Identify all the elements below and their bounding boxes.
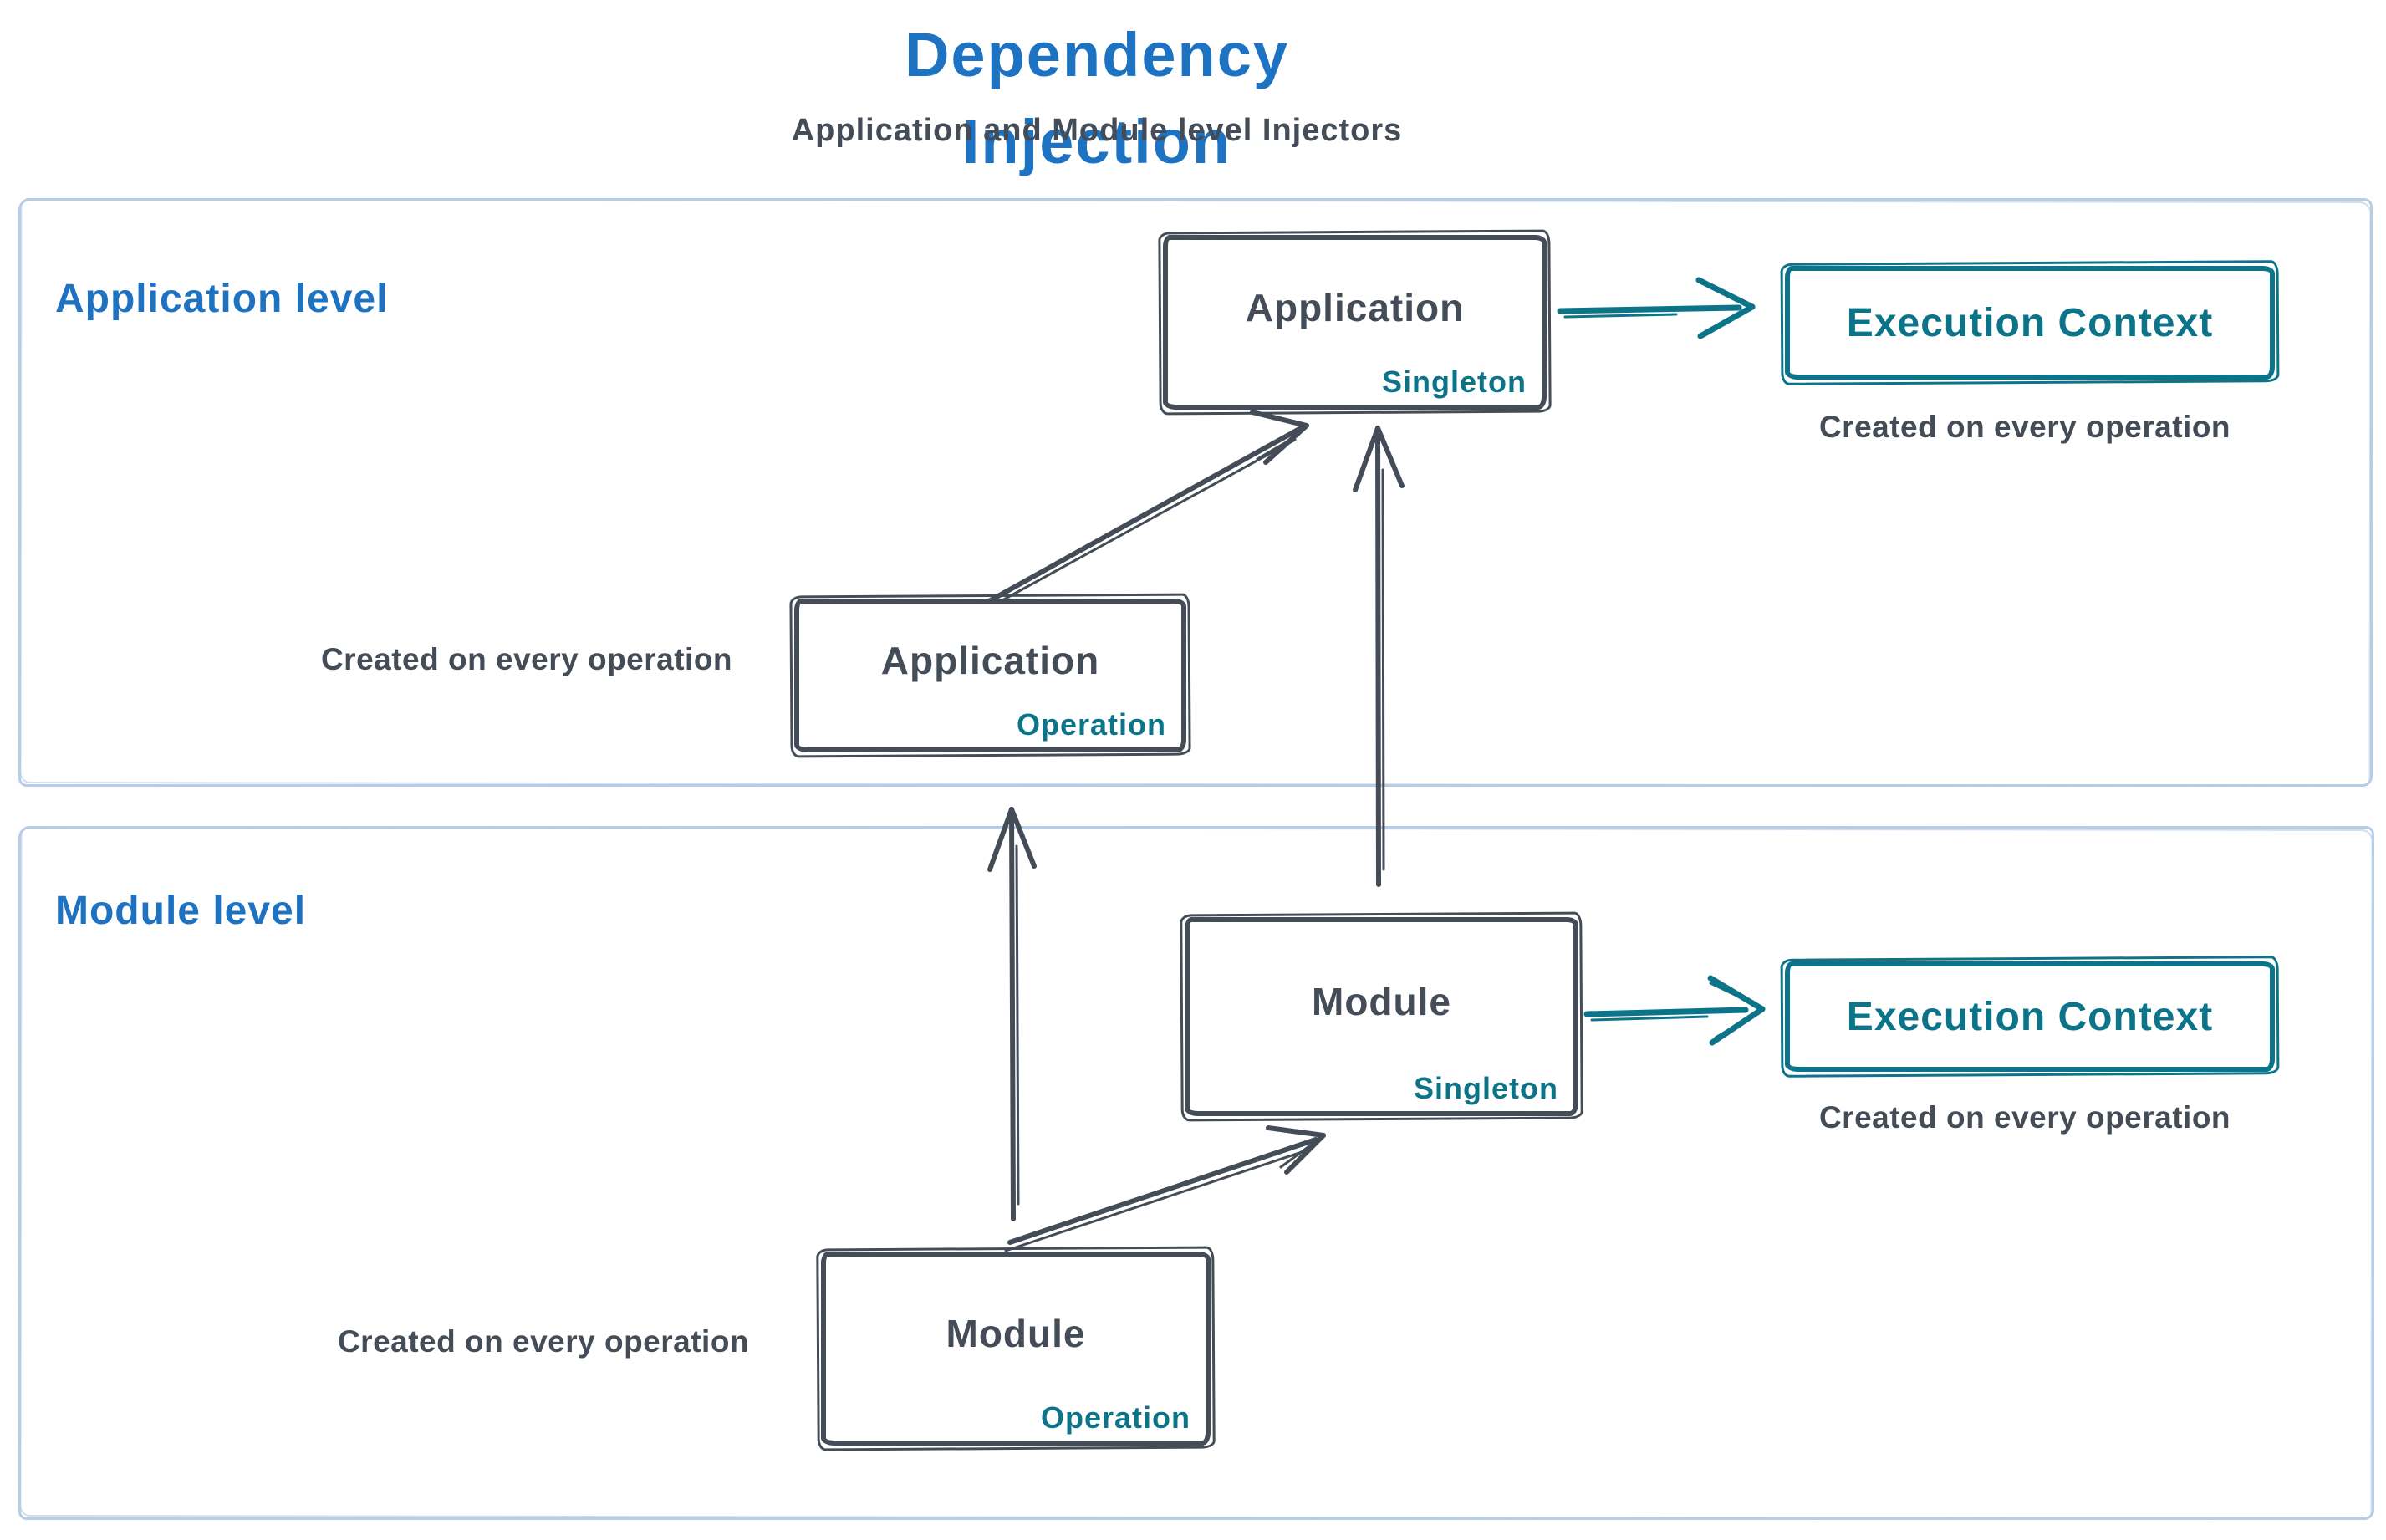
label-application-level: Application level	[55, 277, 389, 321]
page-subtitle: Application and Module level Injectors	[791, 113, 1403, 148]
node-title: Module	[1312, 980, 1451, 1023]
section-application-level	[18, 198, 2373, 787]
node-execution-context-module: Execution Context	[1785, 961, 2275, 1072]
node-application-singleton: Application Singleton	[1163, 235, 1547, 410]
node-title: Module	[946, 1312, 1086, 1355]
node-application-operation: Application Operation	[794, 599, 1186, 752]
node-title: Execution Context	[1846, 994, 2214, 1039]
node-tag-singleton: Singleton	[1382, 365, 1527, 399]
caption-application-operation: Created on every operation	[320, 642, 733, 676]
caption-execution-context-module: Created on every operation	[1818, 1100, 2231, 1135]
node-title: Execution Context	[1846, 300, 2214, 345]
node-tag-operation: Operation	[1016, 707, 1166, 742]
section-module-level	[18, 826, 2374, 1520]
node-title: Application	[1245, 285, 1465, 329]
label-module-level: Module level	[55, 889, 307, 933]
node-execution-context-application: Execution Context	[1785, 266, 2275, 380]
node-title: Application	[880, 639, 1100, 682]
node-tag-operation: Operation	[1040, 1400, 1190, 1435]
caption-execution-context-application: Created on every operation	[1818, 410, 2231, 444]
caption-module-operation: Created on every operation	[337, 1324, 750, 1359]
node-module-operation: Module Operation	[821, 1252, 1211, 1446]
page-title: Dependency Injection	[904, 20, 1290, 176]
node-module-singleton: Module Singleton	[1185, 917, 1578, 1116]
node-tag-singleton: Singleton	[1414, 1071, 1558, 1105]
